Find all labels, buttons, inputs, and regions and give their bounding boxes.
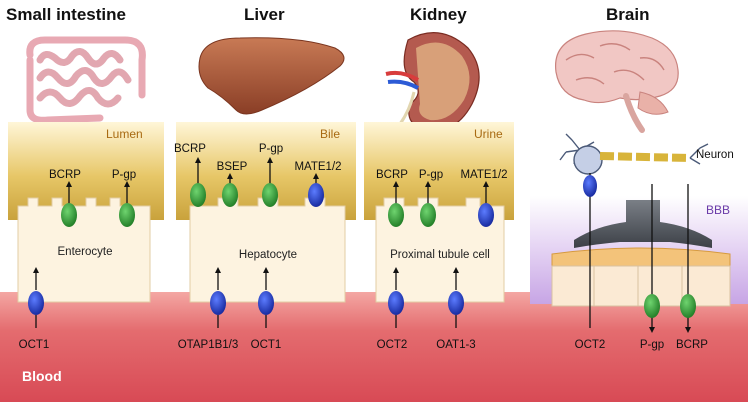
neuron-label: Neuron xyxy=(696,149,734,161)
bbb-label: BBB xyxy=(706,203,730,217)
neuron-icon xyxy=(559,133,709,175)
transporter-uptake xyxy=(28,291,44,315)
panel-brain: Brain BBB Neuron OCT2 P-gp xyxy=(530,5,748,351)
transporter-efflux xyxy=(680,294,696,318)
enterocyte-cell xyxy=(17,197,151,303)
transporter-label: BSEP xyxy=(217,161,248,173)
transporter-label: P-gp xyxy=(112,169,136,181)
transporter-label: P-gp xyxy=(640,339,664,351)
cell-label: Proximal tubule cell xyxy=(390,249,490,261)
panel-title: Kidney xyxy=(410,5,467,24)
cell-label: Enterocyte xyxy=(58,246,113,258)
panel-kidney: Kidney Urine Proximal tubule cell BCRP P… xyxy=(364,5,514,351)
transporter-label: BCRP xyxy=(676,339,708,351)
transporter-efflux xyxy=(388,203,404,227)
transporter-label: OCT1 xyxy=(251,339,282,351)
transporter-efflux xyxy=(190,183,206,207)
kidney-icon xyxy=(385,32,480,132)
transporter-efflux xyxy=(119,203,135,227)
brain-icon xyxy=(554,30,679,133)
panel-liver: Liver Bile Hepatocyte BCRP BSEP P-gp MAT… xyxy=(174,5,356,351)
transporter-label: MATE1/2 xyxy=(294,161,341,173)
panel-title: Liver xyxy=(244,5,285,24)
transporter-label: BCRP xyxy=(174,143,206,155)
transporter-efflux xyxy=(61,203,77,227)
zone-label: Urine xyxy=(474,127,503,141)
transporter-uptake xyxy=(258,291,274,315)
transporter-label: BCRP xyxy=(376,169,408,181)
transporter-efflux xyxy=(262,183,278,207)
transporter-efflux xyxy=(644,294,660,318)
transporter-label: OTAP1B1/3 xyxy=(178,339,239,351)
transporter-uptake xyxy=(210,291,226,315)
zone-label: Bile xyxy=(320,127,340,141)
transporter-uptake xyxy=(448,291,464,315)
transporter-uptake xyxy=(388,291,404,315)
intestine-icon xyxy=(26,36,146,124)
transporter-uptake xyxy=(583,175,597,197)
transporter-efflux xyxy=(420,203,436,227)
panel-small-intestine: Small intestine Lumen Enterocyte BCRP P-… xyxy=(6,5,164,351)
transporter-label: OAT1-3 xyxy=(436,339,475,351)
transporter-label: OCT2 xyxy=(575,339,606,351)
hepatocyte-cell xyxy=(189,197,346,303)
transporter-efflux xyxy=(478,203,494,227)
zone-label: Lumen xyxy=(106,127,143,141)
transporter-efflux xyxy=(308,183,324,207)
liver-icon xyxy=(198,37,345,115)
transporter-label: MATE1/2 xyxy=(460,169,507,181)
capillary-lumen xyxy=(574,200,712,248)
transporter-label: P-gp xyxy=(259,143,283,155)
transporter-label: BCRP xyxy=(49,169,81,181)
transporter-label: OCT1 xyxy=(19,339,50,351)
transporter-label: OCT2 xyxy=(377,339,408,351)
blood-label: Blood xyxy=(22,368,62,384)
panel-title: Small intestine xyxy=(6,5,126,24)
cell-label: Hepatocyte xyxy=(239,249,297,261)
panel-title: Brain xyxy=(606,5,649,24)
blood-region xyxy=(0,292,748,402)
endothelial-cells xyxy=(551,265,731,307)
transporter-efflux xyxy=(222,183,238,207)
transporter-label: P-gp xyxy=(419,169,443,181)
